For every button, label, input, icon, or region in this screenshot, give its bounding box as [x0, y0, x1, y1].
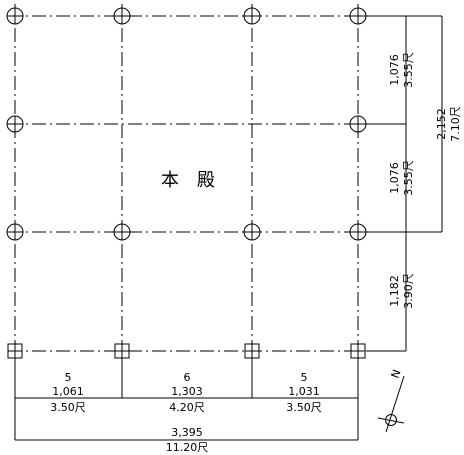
circle-post-icon [6, 223, 24, 241]
dim-overall-vertical-metric: 2,152 [435, 108, 448, 140]
horizontal-dimension-labels: 5 1,061 3.50尺 6 1,303 4.20尺 5 1,031 3.50… [50, 371, 322, 454]
circle-post-icon [243, 7, 261, 25]
dim-middle-shaku: 3.55尺 [402, 160, 415, 196]
dim-lower-metric: 1,182 [388, 275, 401, 307]
dim-lower-shaku: 3.90尺 [402, 273, 415, 309]
circle-post-icon [349, 7, 367, 25]
bay-center-shaku: 4.20尺 [169, 401, 205, 414]
circle-post-icon [113, 223, 131, 241]
dim-upper-metric: 1,076 [388, 54, 401, 86]
grid-lines [8, 4, 372, 362]
bay-left-metric: 1,061 [52, 385, 84, 398]
bay-right-count: 5 [301, 371, 308, 384]
building-name: 本 殿 [161, 170, 215, 191]
square-post-icon [7, 343, 23, 359]
round-posts [6, 7, 367, 241]
overall-width-metric: 3,395 [171, 426, 203, 439]
bay-left-count: 5 [65, 371, 72, 384]
horizontal-dimension-lines [14, 358, 359, 441]
vertical-dimension-labels: 1,076 3.55尺 1,076 3.55尺 1,182 3.90尺 2,15… [388, 52, 462, 309]
overall-width-shaku: 11.20尺 [166, 441, 209, 454]
bay-center-count: 6 [184, 371, 191, 384]
north-label: N [389, 368, 404, 380]
square-post-icon [114, 343, 130, 359]
bay-right-shaku: 3.50尺 [286, 401, 322, 414]
vertical-dimension-lines [366, 15, 443, 352]
circle-post-icon [113, 7, 131, 25]
bay-right-metric: 1,031 [288, 385, 320, 398]
square-post-icon [244, 343, 260, 359]
dim-overall-vertical-shaku: 7.10尺 [449, 106, 462, 142]
square-post-icon [350, 343, 366, 359]
circle-post-icon [6, 115, 24, 133]
bay-left-shaku: 3.50尺 [50, 401, 86, 414]
dim-upper-shaku: 3.55尺 [402, 52, 415, 88]
north-arrow-icon: N [377, 368, 405, 433]
bay-center-metric: 1,303 [171, 385, 203, 398]
dim-middle-metric: 1,076 [388, 162, 401, 194]
circle-post-icon [6, 7, 24, 25]
circle-post-icon [349, 223, 367, 241]
circle-post-icon [349, 115, 367, 133]
circle-post-icon [243, 223, 261, 241]
